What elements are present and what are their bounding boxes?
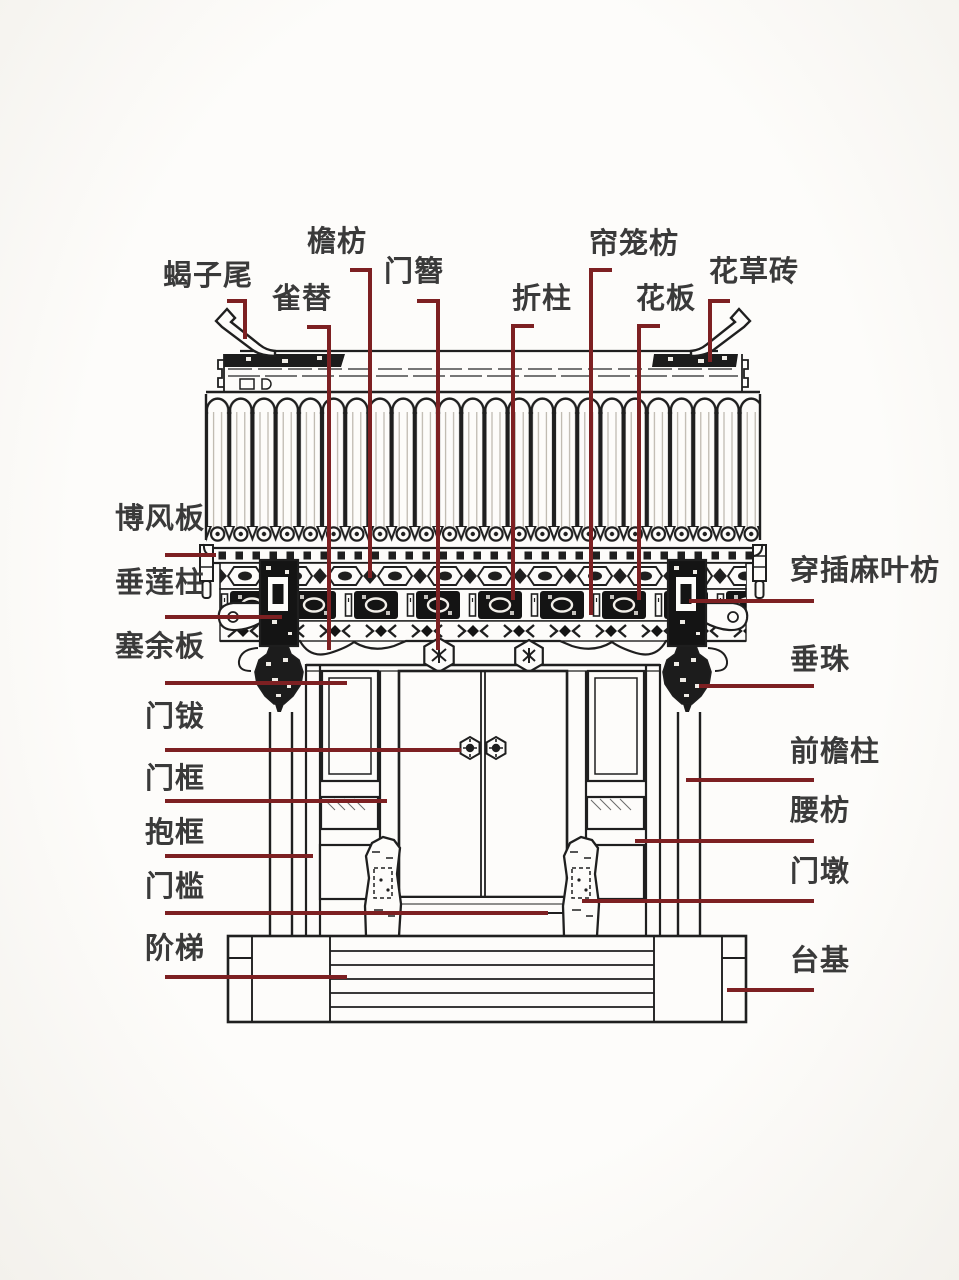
label-curtain-fang: 帘笼枋 [589, 228, 680, 260]
ridge-strip-left-nicks [246, 356, 322, 363]
leader-flower-board [637, 324, 660, 600]
label-flower-board: 花板 [636, 283, 697, 315]
leader-eave-fang [350, 268, 372, 578]
hanging-lotus-column-left [254, 558, 304, 936]
leader-lines [165, 268, 814, 992]
label-steps: 阶梯 [144, 933, 205, 965]
door-pier-left [363, 835, 403, 938]
label-door-pin: 门簪 [384, 256, 445, 288]
hanging-lotus-column-right [662, 558, 712, 936]
leader-door-pin [417, 299, 440, 650]
label-embracing-frame: 抱框 [144, 817, 205, 849]
label-short-post: 折柱 [512, 283, 573, 315]
label-flower-brick: 花草砖 [709, 256, 800, 288]
door-pier-right [561, 835, 601, 938]
leader-curtain-fang [589, 268, 612, 615]
label-door-frame: 门框 [144, 763, 205, 795]
label-platform-base: 台基 [790, 945, 851, 977]
door-pin-hexagon-left [423, 636, 455, 674]
carved-frieze [219, 562, 747, 656]
door-pin-hexagon-right [514, 638, 544, 674]
label-hemp-leaf-fang: 穿插麻叶枋 [790, 555, 941, 587]
leader-flower-brick [708, 299, 730, 362]
label-filler-board: 塞余板 [114, 631, 205, 663]
ridge-molding [217, 354, 225, 392]
label-hanging-lotus-column: 垂莲柱 [114, 567, 205, 599]
scorpion-tail-shape [214, 307, 277, 358]
ridge-ornament [239, 378, 272, 390]
leader-scorpion-tail [227, 299, 247, 339]
label-scorpion-tail: 蝎子尾 [163, 260, 254, 292]
door-knocker-left [459, 735, 481, 761]
label-gable-board: 博风板 [114, 503, 205, 535]
frieze-wavy-bottom [220, 639, 746, 656]
leader-short-post [511, 324, 534, 600]
label-sparrow-brace: 雀替 [272, 283, 333, 315]
hemp-leaf-curl-small [237, 647, 259, 672]
step-lines [330, 950, 654, 1008]
door-knocker-right [485, 735, 507, 761]
flower-brick-strip [652, 354, 738, 367]
threshold-band [379, 896, 587, 914]
leader-sparrow-brace [307, 325, 331, 650]
right-end-parts [689, 307, 767, 672]
label-door-knocker: 门钹 [144, 701, 205, 733]
label-hanging-pearl: 垂珠 [790, 644, 851, 676]
label-door-pier: 门墩 [790, 856, 851, 888]
tile-band [204, 394, 762, 546]
flower-brick-nicks [668, 356, 727, 363]
label-waist-fang: 腰枋 [790, 795, 851, 827]
label-eave-fang: 檐枋 [307, 226, 368, 258]
double-door [397, 669, 569, 899]
label-front-eave-column: 前檐柱 [790, 736, 881, 768]
label-threshold: 门槛 [144, 871, 205, 903]
